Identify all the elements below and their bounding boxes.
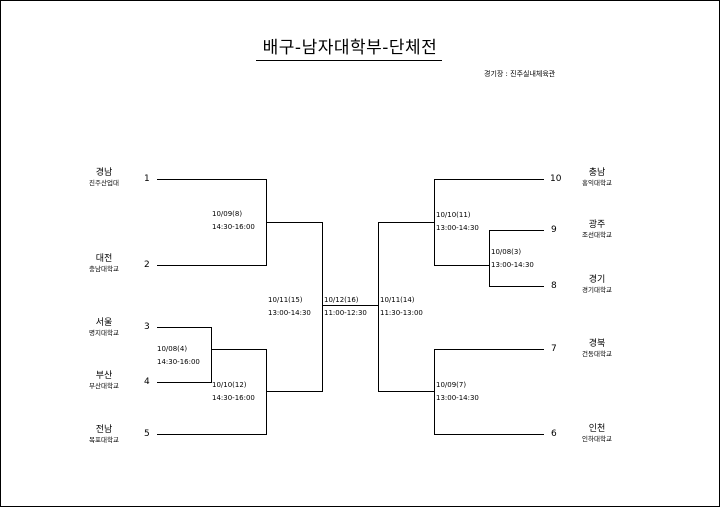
seed-number: 2 [144, 260, 150, 270]
team-gyeonggi: 경기 경기대학교 [567, 275, 627, 295]
team-region: 인천 [588, 424, 606, 434]
seed-number: 9 [551, 225, 557, 235]
match-schedule: 10/08(4) 14:30-16:00 [157, 343, 200, 369]
team-region: 경북 [588, 339, 606, 349]
match-time: 13:00-14:30 [436, 394, 479, 402]
match-time: 13:00-14:30 [491, 261, 534, 269]
title-underline [256, 60, 442, 61]
match-time: 14:30-16:00 [157, 358, 200, 366]
seed-number: 4 [144, 377, 150, 387]
team-school: 인하대학교 [582, 435, 612, 443]
page-title: 배구-남자대학부-단체전 [262, 38, 438, 58]
team-region: 광주 [588, 220, 606, 230]
team-region: 경기 [588, 275, 606, 285]
match-schedule: 10/09(7) 13:00-14:30 [436, 379, 479, 405]
match-schedule: 10/11(15) 13:00-14:30 [268, 294, 311, 320]
team-daejeon: 대전 충남대학교 [74, 254, 134, 274]
team-school: 경기대학교 [582, 286, 612, 294]
match-time: 11:00-12:30 [324, 309, 367, 317]
match-schedule: 10/10(11) 13:00-14:30 [436, 209, 479, 235]
match-date: 10/12(16) [324, 296, 359, 304]
team-gyeongnam: 경남 진주산업대 [74, 168, 134, 188]
seed-number: 6 [551, 429, 557, 439]
match-date: 10/11(14) [380, 296, 415, 304]
match-date: 10/08(4) [157, 345, 188, 353]
team-school: 조선대학교 [582, 231, 612, 239]
match-time: 13:00-14:30 [436, 224, 479, 232]
match-time: 14:30-16:00 [212, 223, 255, 231]
seed-number: 8 [551, 281, 557, 291]
seed-number: 1 [144, 174, 150, 184]
match-date: 10/08(3) [491, 248, 522, 256]
seed-number: 3 [144, 322, 150, 332]
team-school: 목포대학교 [89, 436, 119, 444]
team-school: 건동대학교 [582, 350, 612, 358]
seed-number: 7 [551, 344, 557, 354]
team-school: 명지대학교 [89, 329, 119, 337]
team-school: 부산대학교 [89, 382, 119, 390]
team-busan: 부산 부산대학교 [74, 371, 134, 391]
team-school: 홍익대학교 [582, 179, 612, 187]
match-time: 14:30-16:00 [212, 394, 255, 402]
match-date: 10/10(12) [212, 381, 247, 389]
team-region: 서울 [95, 318, 113, 328]
match-schedule: 10/09(8) 14:30-16:00 [212, 208, 255, 234]
team-region: 대전 [95, 254, 113, 264]
match-date: 10/10(11) [436, 211, 471, 219]
team-region: 전남 [95, 425, 113, 435]
team-school: 진주산업대 [89, 179, 119, 187]
team-region: 충남 [588, 168, 606, 178]
team-gyeongbuk: 경북 건동대학교 [567, 339, 627, 359]
match-date: 10/11(15) [268, 296, 303, 304]
seed-number: 10 [550, 174, 562, 184]
team-school: 충남대학교 [89, 265, 119, 273]
match-time: 11:30-13:00 [380, 309, 423, 317]
venue-label: 경기장 : 진주실내체육관 [484, 70, 556, 78]
seed-number: 5 [144, 429, 150, 439]
team-chungnam: 충남 홍익대학교 [567, 168, 627, 188]
team-region: 부산 [95, 371, 113, 381]
match-schedule: 10/11(14) 11:30-13:00 [380, 294, 423, 320]
match-schedule: 10/08(3) 13:00-14:30 [491, 246, 534, 272]
team-seoul: 서울 명지대학교 [74, 318, 134, 338]
team-gwangju: 광주 조선대학교 [567, 220, 627, 240]
team-incheon: 인천 인하대학교 [567, 424, 627, 444]
match-date: 10/09(7) [436, 381, 467, 389]
team-jeonnam: 전남 목포대학교 [74, 425, 134, 445]
team-region: 경남 [95, 168, 113, 178]
match-schedule: 10/10(12) 14:30-16:00 [212, 379, 255, 405]
match-time: 13:00-14:30 [268, 309, 311, 317]
match-schedule: 10/12(16) 11:00-12:30 [324, 294, 367, 320]
match-date: 10/09(8) [212, 210, 243, 218]
